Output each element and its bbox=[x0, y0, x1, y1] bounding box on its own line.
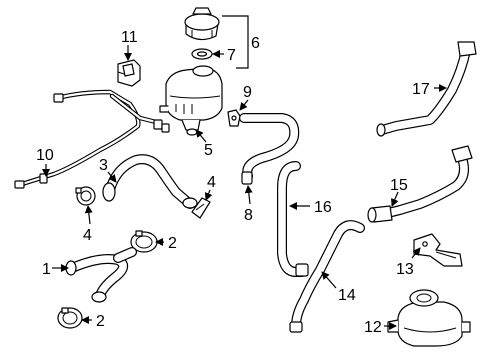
part-13-bracket bbox=[413, 233, 463, 267]
callout-6: 6 bbox=[251, 35, 260, 52]
callout-15: 15 bbox=[390, 177, 408, 194]
part-5-coolant-reservoir bbox=[159, 65, 223, 136]
callout-10: 10 bbox=[36, 147, 54, 164]
leader-6-lower bbox=[236, 42, 249, 69]
part-12-water-pump bbox=[387, 289, 471, 347]
part-2-clamp-lower bbox=[57, 307, 83, 329]
callout-12: 12 bbox=[364, 319, 382, 336]
part-14-hose bbox=[289, 220, 365, 333]
leader-3 bbox=[107, 171, 117, 183]
callout-17: 17 bbox=[412, 81, 430, 98]
callout-13: 13 bbox=[396, 261, 414, 278]
part-10-coolant-tube bbox=[14, 89, 170, 189]
callout-4-right: 4 bbox=[207, 174, 216, 191]
part-8-hose bbox=[239, 113, 300, 185]
leader-4-right bbox=[204, 189, 213, 201]
part-1-lower-hose bbox=[65, 247, 137, 303]
part-4-clamp-left bbox=[75, 186, 96, 206]
leader-6 bbox=[222, 15, 249, 42]
leader-4-left bbox=[84, 205, 93, 225]
leader-5 bbox=[195, 129, 207, 143]
callout-5: 5 bbox=[204, 142, 213, 159]
part-16-hose bbox=[277, 161, 309, 277]
part-15-hose bbox=[367, 145, 473, 223]
callout-8: 8 bbox=[244, 207, 253, 224]
callout-11: 11 bbox=[121, 29, 138, 46]
part-3-radiator-hose bbox=[102, 154, 198, 209]
callout-14: 14 bbox=[338, 287, 356, 304]
leader-15 bbox=[391, 191, 399, 207]
callout-2-lower: 2 bbox=[96, 313, 105, 330]
leader-14 bbox=[321, 271, 337, 289]
part-9-fitting bbox=[227, 109, 241, 127]
part-11-bracket bbox=[117, 59, 141, 87]
callout-3: 3 bbox=[99, 157, 108, 174]
part-4-clamp-right bbox=[191, 197, 211, 219]
callout-9: 9 bbox=[243, 84, 252, 101]
callouts: 11 6 7 9 5 10 3 4 4 2 2 1 8 16 14 17 15 … bbox=[36, 29, 430, 336]
callout-2-upper: 2 bbox=[168, 235, 177, 252]
leader-9 bbox=[239, 99, 249, 111]
part-17-hose bbox=[376, 41, 477, 137]
callout-1: 1 bbox=[42, 261, 51, 278]
leader-lines bbox=[42, 15, 447, 330]
leader-13 bbox=[411, 247, 421, 259]
callout-16: 16 bbox=[314, 199, 332, 216]
leader-8 bbox=[244, 185, 253, 205]
callout-7: 7 bbox=[227, 47, 236, 64]
callout-4-left: 4 bbox=[83, 227, 92, 244]
part-2-clamp-upper bbox=[130, 230, 158, 253]
part-7-seal bbox=[191, 48, 213, 60]
part-6-reservoir-cap bbox=[184, 7, 220, 41]
